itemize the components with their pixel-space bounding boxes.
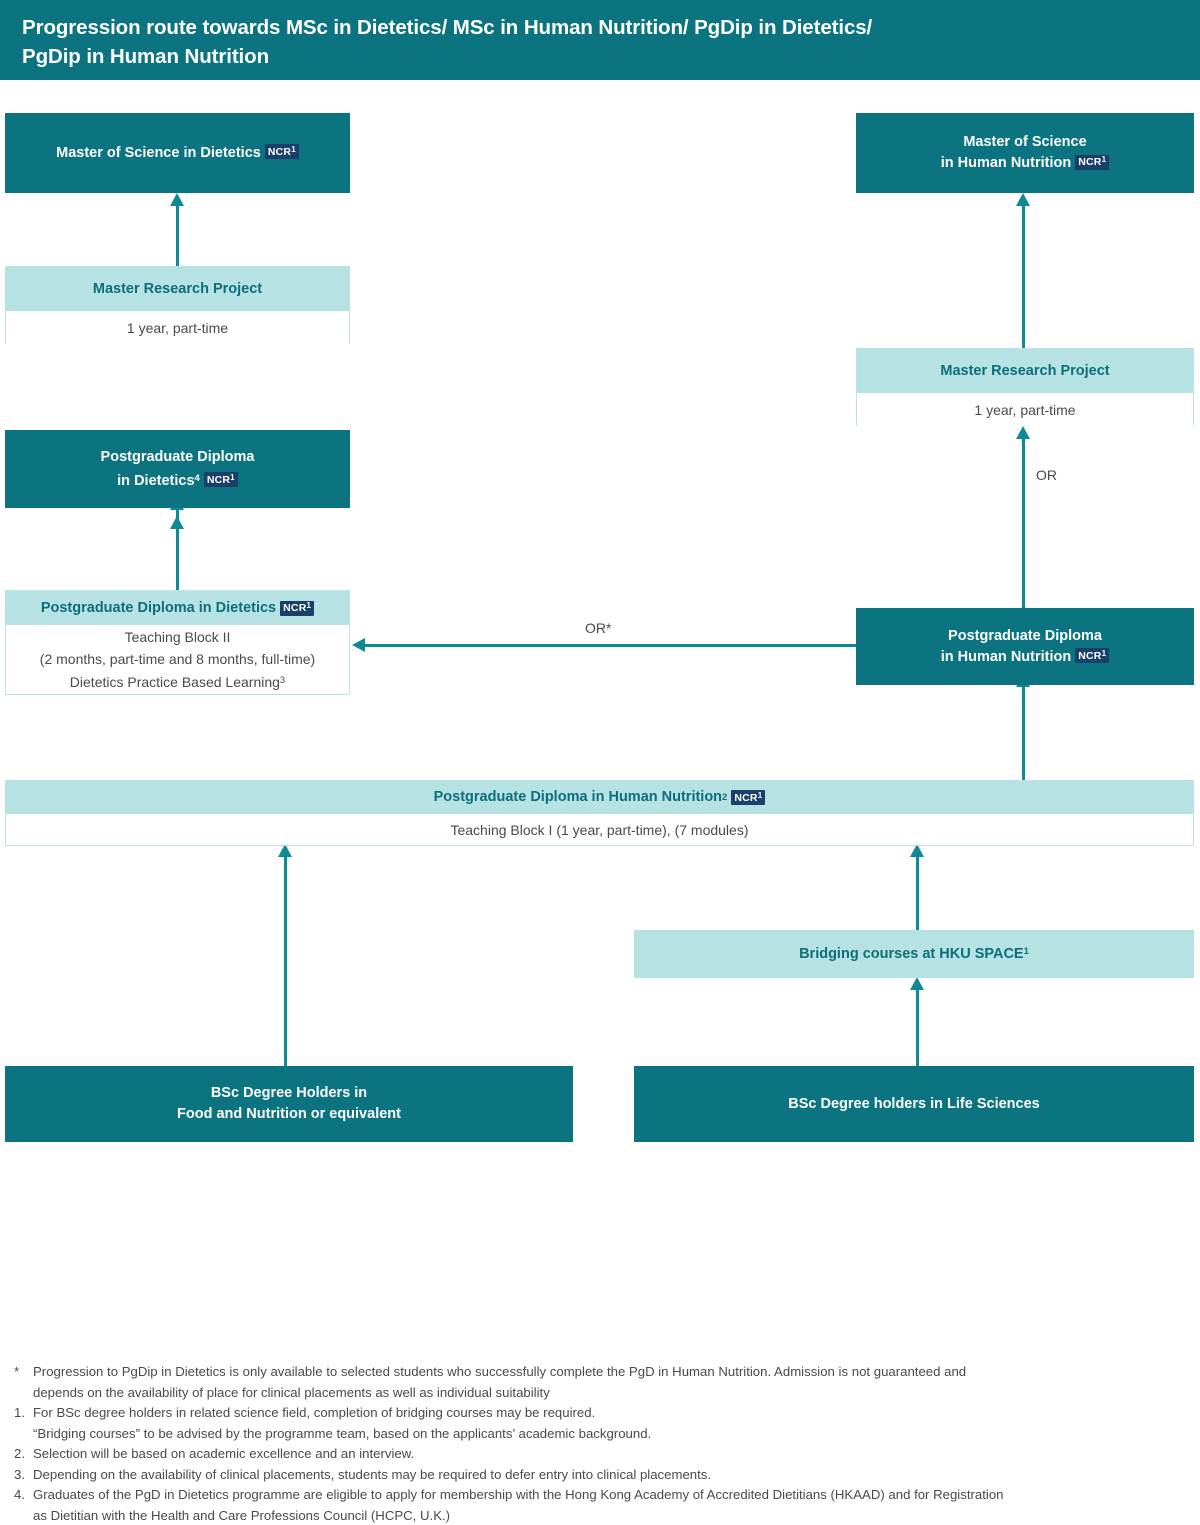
ncr-badge: NCR1 [1075,154,1110,170]
node-bridging-courses-label: Bridging courses at HKU SPACE1 [799,946,1029,962]
node-bsc-life-sciences[interactable]: BSc Degree holders in Life Sciences [634,1066,1194,1142]
node-master-research-project-right-header: Master Research Project [857,349,1193,393]
page-title-line-1: Progression route towards MSc in Dieteti… [22,16,873,39]
node-pgdip-in-dietetics-teaching-block-body: Teaching Block II (2 months, part-time a… [6,625,349,694]
footnote-marker-2: 2 [722,792,728,803]
footnote-marker-3: 3 [279,675,286,686]
arrowhead-pgd-hn-to-mrp-right [1016,426,1030,439]
footnote-text: Graduates of the PgD in Dietetics progra… [33,1487,1004,1523]
node-master-research-project-left-header: Master Research Project [6,267,349,311]
connector-panel-to-pgd-dietetics [176,528,179,590]
footnote-item: 1. For BSc degree holders in related sci… [14,1403,1189,1444]
arrowhead-bsc-food-to-band [278,844,292,857]
footnote-item: 2. Selection will be based on academic e… [14,1444,1189,1465]
node-master-research-project-right[interactable]: Master Research Project 1 year, part-tim… [856,348,1194,426]
node-bsc-food-and-nutrition-label: BSc Degree Holders in Food and Nutrition… [177,1085,401,1122]
connector-or-star [365,644,857,647]
teaching-block-line-1: Teaching Block II [124,629,231,645]
node-master-research-project-right-body: 1 year, part-time [857,393,1193,426]
footnote-text: Selection will be based on academic exce… [33,1446,415,1461]
ncr-badge: NCR1 [731,790,766,805]
arrowhead-mrp-right-to-msc-hn [1016,193,1030,206]
connector-mrp-right-to-msc-hn [1022,205,1025,348]
connector-bsc-food-to-band [284,855,287,1067]
node-bridging-courses[interactable]: Bridging courses at HKU SPACE1 [634,930,1194,978]
footnote-marker-1: 1 [1023,946,1029,957]
teaching-block-line-2: (2 months, part-time and 8 months, full-… [39,651,316,667]
arrowhead-bridging-to-band [910,844,924,857]
ncr-badge: NCR1 [264,144,299,159]
footnote-text: For BSc degree holders in related scienc… [33,1405,652,1441]
footnote-marker: 1. [14,1405,25,1420]
arrowhead-or-star [352,638,365,652]
node-bsc-life-sciences-label: BSc Degree holders in Life Sciences [788,1095,1040,1112]
ncr-badge: NCR1 [280,600,315,616]
arrowhead-panel-to-pgd-dietetics [170,516,184,529]
page-title: Progression route towards MSc in Dieteti… [0,0,1200,80]
connector-bridging-to-band [916,855,919,930]
footnotes-list: * Progression to PgDip in Dietetics is o… [14,1362,1189,1525]
arrowhead-mrp-to-msc-dietetics [170,193,184,206]
ncr-badge: NCR1 [1075,648,1110,663]
footnote-item: 4. Graduates of the PgD in Dietetics pro… [14,1485,1189,1525]
ncr-badge: NCR1 [203,472,238,487]
footnote-marker: 2. [14,1446,25,1461]
footnote-marker: 4. [14,1487,25,1502]
connector-bsc-life-to-bridging [916,988,919,1067]
footnote-text: Depending on the availability of clinica… [33,1466,712,1482]
footnote-item: * Progression to PgDip in Dietetics is o… [14,1362,1189,1403]
connector-label-or-star: OR* [585,620,612,636]
footnote-marker-4: 4 [194,472,200,484]
node-pgdip-in-human-nutrition-band-body: Teaching Block I (1 year, part-time), (7… [6,814,1193,845]
footnote-text: Progression to PgDip in Dietetics is onl… [33,1364,967,1400]
connector-band-to-pgd-hn [1022,685,1025,788]
node-master-research-project-left[interactable]: Master Research Project 1 year, part-tim… [5,266,350,344]
arrowhead-bsc-life-to-bridging [910,977,924,990]
page-title-line-2: PgDip in Human Nutrition [22,45,269,68]
footnote-marker: * [14,1364,20,1379]
node-bsc-food-and-nutrition[interactable]: BSc Degree Holders in Food and Nutrition… [5,1066,573,1142]
teaching-block-line-3: Dietetics Practice Based Learning3 [69,674,286,690]
footnote-item: 3. Depending on the availability of clin… [14,1465,1189,1486]
connector-mrp-to-msc-dietetics [176,205,179,267]
node-master-research-project-left-body: 1 year, part-time [6,311,349,344]
connector-label-or: OR [1036,467,1057,483]
footnote-marker: 3. [14,1466,25,1482]
connector-pgd-hn-to-mrp-right [1022,437,1025,613]
